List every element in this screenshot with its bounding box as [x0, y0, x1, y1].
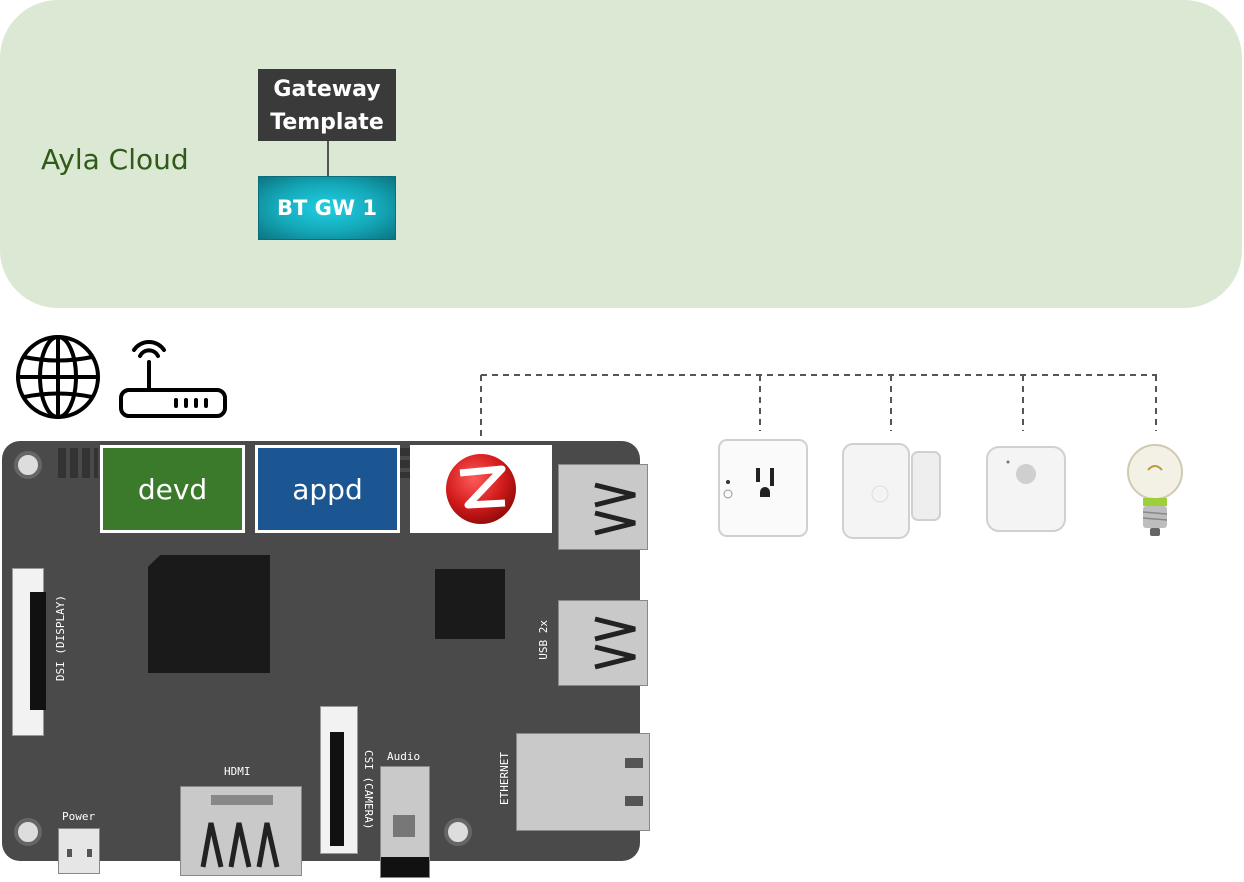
gpio-header — [398, 448, 410, 478]
power-label: Power — [62, 810, 96, 823]
globe-icon — [16, 335, 100, 419]
main-soc-chip — [148, 555, 270, 673]
gpio-header — [58, 448, 98, 478]
motion-sensor-icon — [986, 446, 1066, 532]
smart-bulb-icon — [1127, 444, 1183, 536]
audio-label: Audio — [387, 750, 421, 763]
hdmi-port — [180, 786, 302, 876]
door-sensor-icon — [842, 443, 941, 539]
hdmi-label: HDMI — [224, 765, 251, 778]
usb-port-top — [558, 464, 648, 550]
zigbee-logo-icon — [446, 454, 516, 524]
csi-label: CSI (CAMERA) — [362, 750, 375, 830]
gateway-template-node[interactable]: Gateway Template — [258, 69, 396, 141]
ethernet-port — [516, 733, 650, 831]
zigbee-radio[interactable] — [410, 445, 552, 533]
ayla-cloud-region — [0, 0, 1242, 308]
cloud-label: Ayla Cloud — [41, 143, 189, 176]
dsi-label: DSI (DISPLAY) — [54, 595, 67, 682]
gateway-template-line1: Gateway — [273, 77, 381, 102]
template-connector — [327, 141, 329, 177]
usb-port-bottom — [558, 600, 648, 686]
wifi-router-icon — [119, 340, 227, 418]
mount-hole — [444, 818, 472, 846]
secondary-chip — [435, 569, 505, 639]
power-port — [58, 828, 100, 874]
zigbee-connections — [480, 374, 1157, 443]
smart-plug-icon — [718, 439, 808, 537]
mount-hole — [14, 451, 42, 479]
audio-jack — [380, 766, 430, 878]
dsi-slot — [30, 592, 46, 710]
ethernet-label: ETHERNET — [498, 752, 511, 805]
appd-process[interactable]: appd — [255, 445, 400, 533]
devd-process[interactable]: devd — [100, 445, 245, 533]
bt-gateway-node[interactable]: BT GW 1 — [258, 176, 396, 240]
usb-label: USB 2x — [537, 620, 550, 660]
mount-hole — [14, 818, 42, 846]
gateway-template-line2: Template — [270, 110, 384, 135]
csi-slot — [330, 732, 344, 846]
